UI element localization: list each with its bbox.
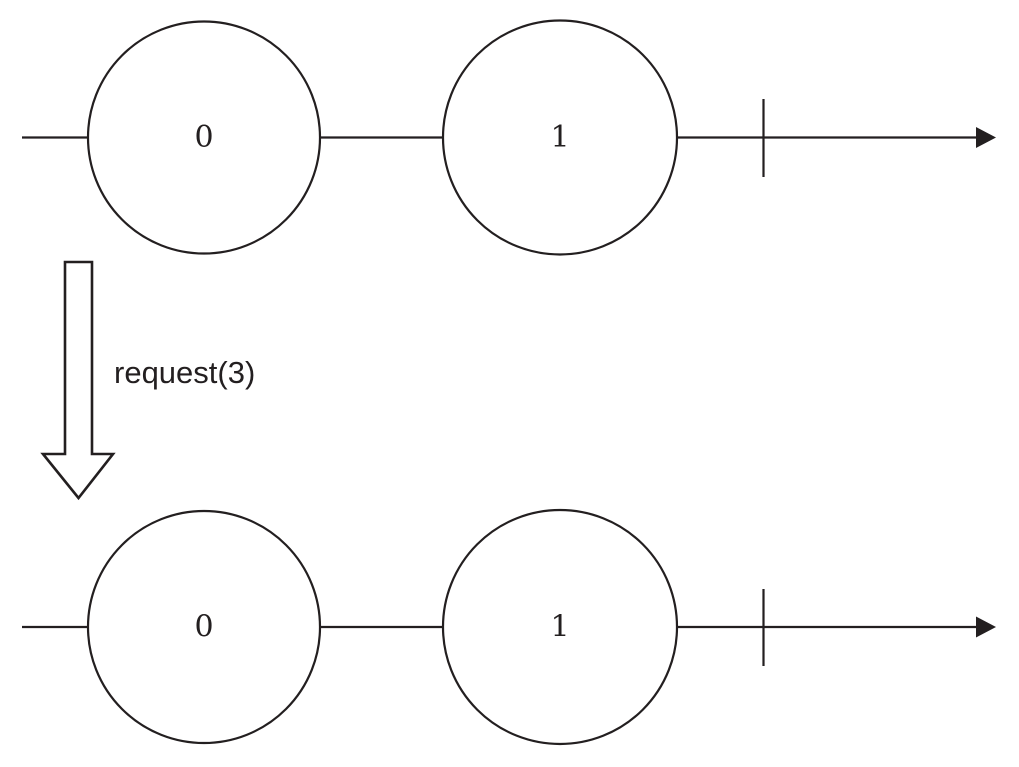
after-state-row: 0 1 xyxy=(22,508,996,746)
before-right-arrow-icon xyxy=(976,127,996,148)
before-node-0-label: 0 xyxy=(194,120,213,155)
transition-group: request(3) xyxy=(40,260,255,501)
before-node-1-label: 1 xyxy=(550,120,569,155)
after-right-arrow-icon xyxy=(976,616,996,638)
after-node-0-label: 0 xyxy=(194,610,213,645)
block-down-arrow-icon xyxy=(40,260,116,501)
transition-label: request(3) xyxy=(114,355,255,390)
after-node-1-label: 1 xyxy=(550,610,569,645)
before-state-row: 0 1 xyxy=(22,19,996,256)
